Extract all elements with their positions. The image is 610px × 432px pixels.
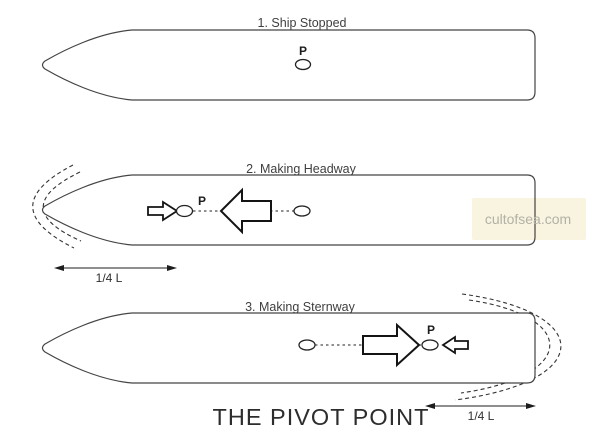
- making-sternway-figure: 3. Making Sternway P 1/4 L: [41, 293, 562, 423]
- measure-arrowhead-right: [526, 403, 536, 409]
- bow-resistance-arrow: [147, 200, 179, 222]
- figure-caption: 3. Making Sternway: [245, 300, 356, 314]
- quarter-length-measure-arrow: [54, 265, 177, 271]
- headway-motion-arrow: [219, 187, 272, 235]
- measure-arrowhead-right: [167, 265, 177, 271]
- diagram-title: THE PIVOT POINT: [213, 404, 430, 430]
- watermark-text: cultofsea.com: [485, 211, 571, 227]
- stern-resistance-arrow: [441, 335, 469, 355]
- pivot-point-label: P: [198, 194, 206, 208]
- making-headway-figure: 2. Making Headway P 1/4 L: [32, 162, 536, 285]
- stern-swing-dashes-inner: [460, 299, 551, 394]
- pivot-point-marker: [421, 339, 439, 351]
- measure-arrowhead-left: [425, 403, 435, 409]
- midship-reference-marker: [293, 205, 311, 217]
- ship-hull-outline: [41, 174, 536, 246]
- stern-swing-dashes-outer: [454, 293, 562, 401]
- bow-swing-dashes-inner: [42, 171, 82, 242]
- measure-arrowhead-left: [54, 265, 64, 271]
- figure-caption: 1. Ship Stopped: [258, 16, 347, 30]
- ship-hull-outline: [41, 29, 536, 101]
- pivot-point-marker: [175, 204, 194, 218]
- quarter-length-label: 1/4 L: [96, 271, 123, 285]
- quarter-length-label: 1/4 L: [468, 409, 495, 423]
- midship-reference-marker: [298, 339, 316, 351]
- quarter-length-measure-arrow: [425, 403, 536, 409]
- pivot-point-marker: [294, 58, 312, 71]
- watermark-background: [472, 198, 586, 240]
- ship-stopped-figure: 1. Ship Stopped P: [41, 16, 536, 101]
- figure-caption: 2. Making Headway: [246, 162, 357, 176]
- sternway-motion-arrow: [362, 322, 421, 368]
- pivot-point-label: P: [299, 44, 307, 58]
- ship-hull-outline: [41, 312, 536, 384]
- pivot-point-label: P: [427, 323, 435, 337]
